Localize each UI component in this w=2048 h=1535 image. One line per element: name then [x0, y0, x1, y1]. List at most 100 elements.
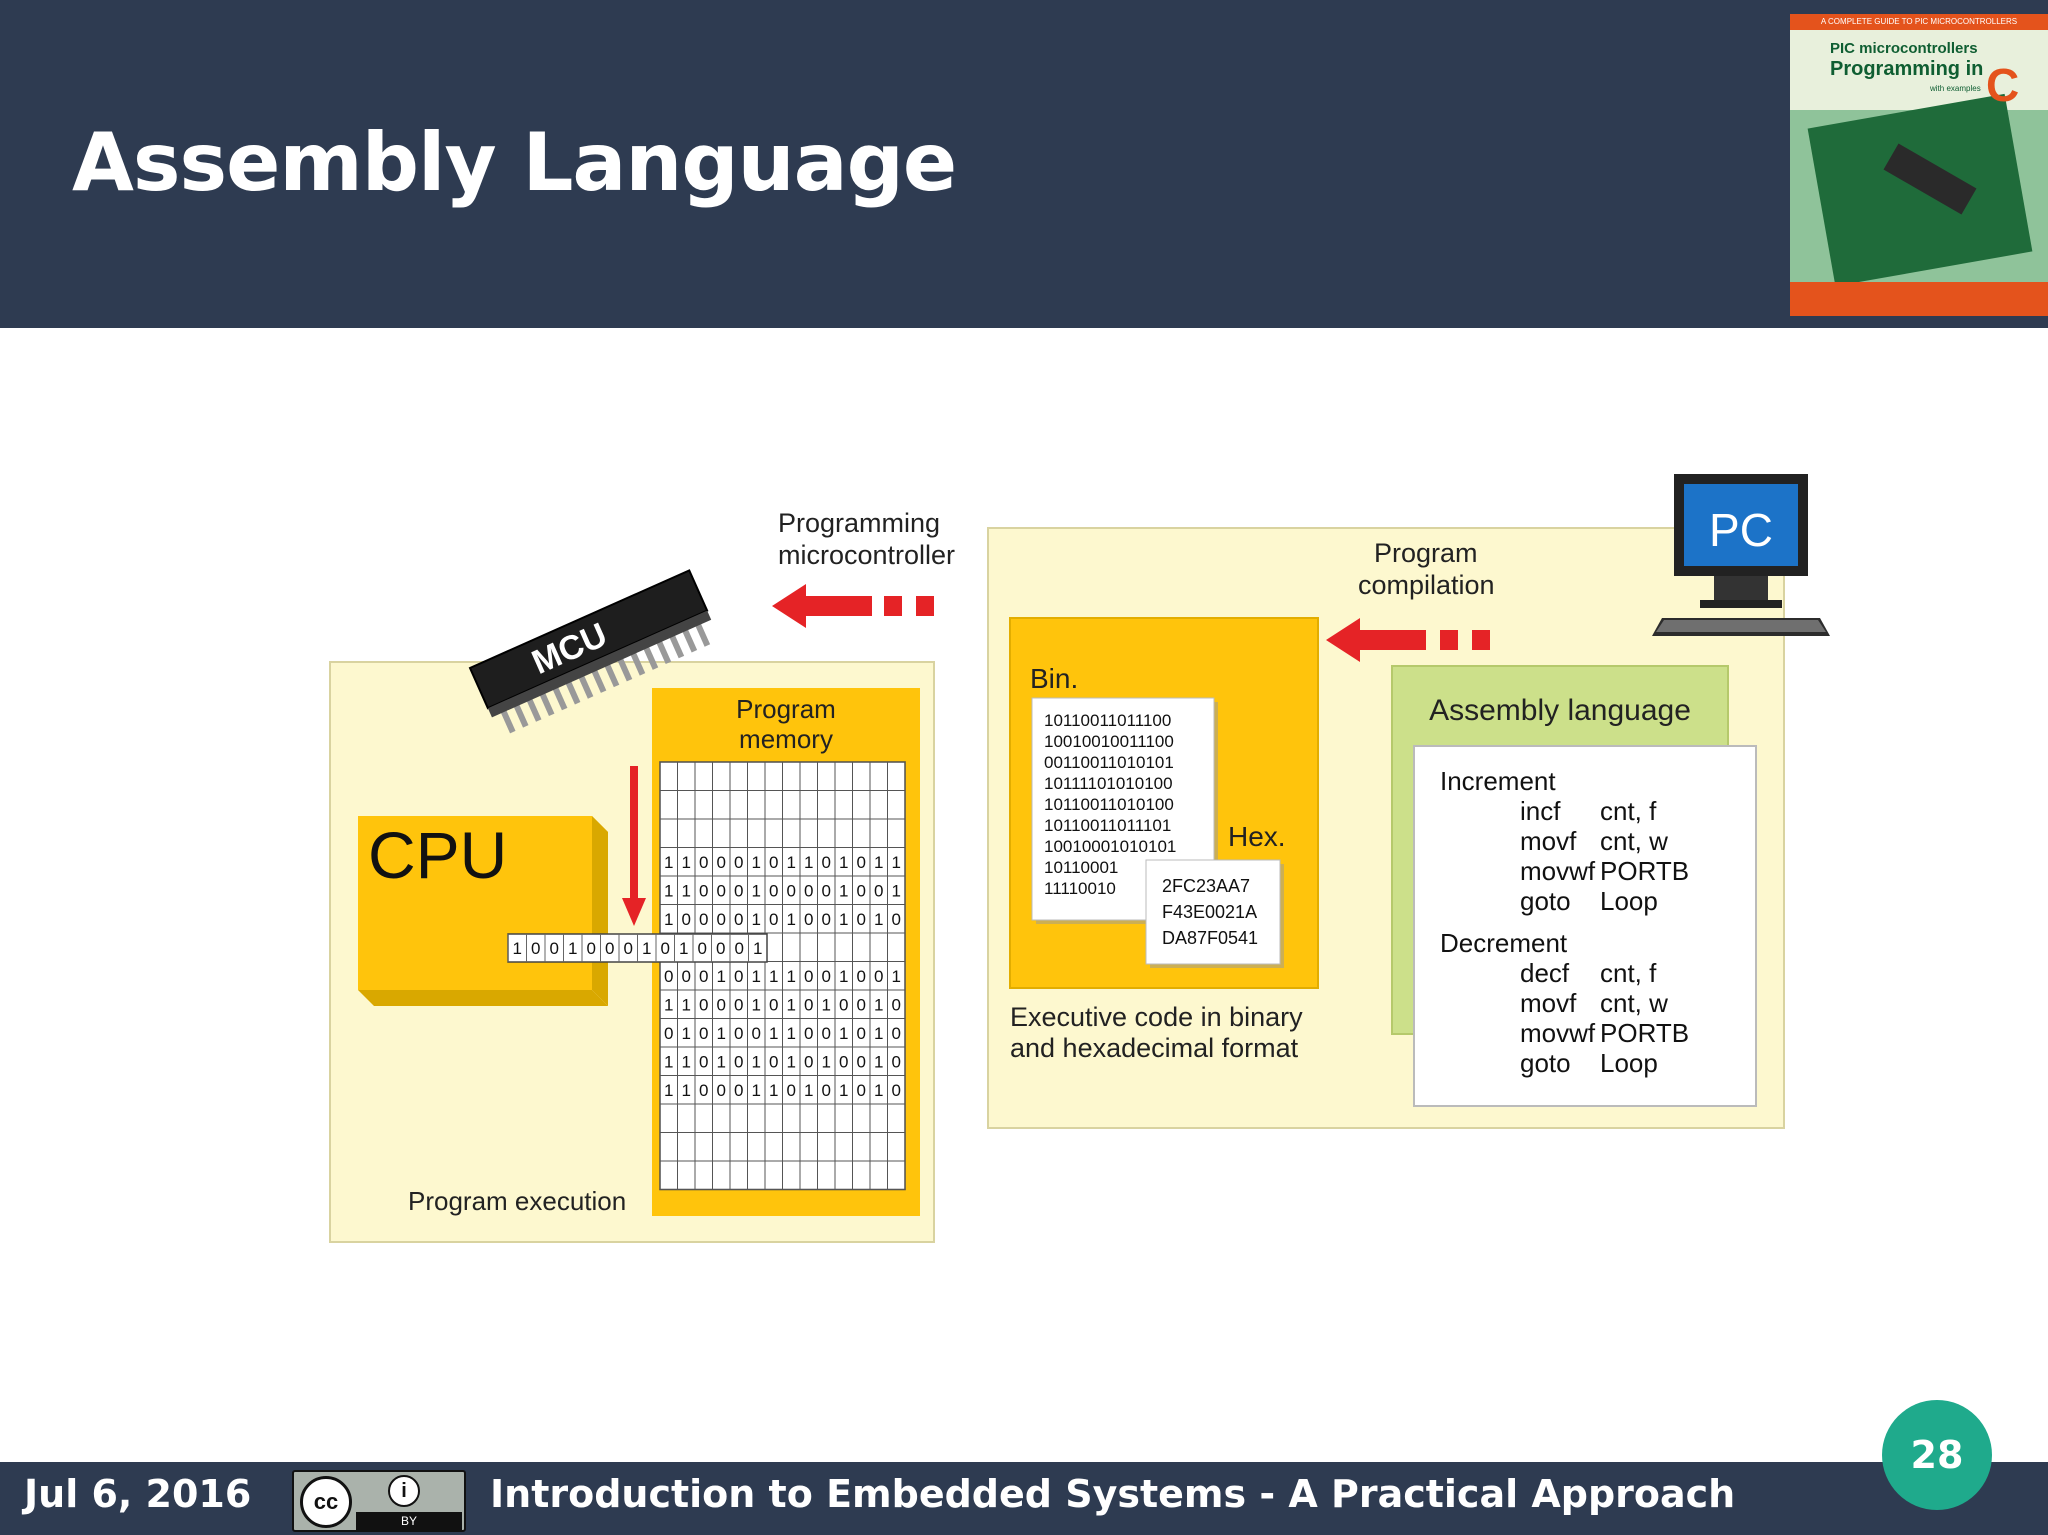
memory-row-top: 1: [752, 853, 761, 872]
asm-op: movwf: [1520, 856, 1596, 886]
asm-label: Increment: [1440, 766, 1556, 796]
slide-title: Assembly Language: [72, 116, 957, 209]
footer-course-title: Introduction to Embedded Systems - A Pra…: [490, 1472, 1736, 1516]
memory-row-bottom: 0: [699, 967, 708, 986]
footer-date: Jul 6, 2016: [24, 1472, 252, 1516]
memory-row-top: 1: [804, 853, 813, 872]
compilation-arrow: [1326, 618, 1490, 662]
memory-row-bottom: 1: [682, 1053, 691, 1072]
asm-arg: cnt, w: [1600, 826, 1668, 856]
program-execution-label: Program execution: [408, 1186, 626, 1216]
memory-row-top: 0: [857, 882, 866, 901]
mcu-pin: [642, 643, 659, 670]
memory-row-bottom: 1: [664, 1053, 673, 1072]
memory-row-bottom: 1: [874, 1053, 883, 1072]
mcu-pin: [499, 707, 516, 734]
bus-bit: 0: [624, 939, 633, 958]
page-number-badge: 28: [1882, 1400, 1992, 1510]
memory-row-bottom: 0: [804, 967, 813, 986]
bin-line: 10110011010100: [1044, 795, 1174, 814]
memory-row-bottom: 0: [857, 996, 866, 1015]
memory-row-bottom: 0: [857, 1024, 866, 1043]
bus-bit: 0: [531, 939, 540, 958]
memory-row-bottom: 0: [892, 1053, 901, 1072]
memory-row-top: 0: [769, 910, 778, 929]
programming-arrow: [772, 584, 934, 628]
cc-by-license-badge: cc i BY: [292, 1470, 466, 1532]
memory-row-top: 0: [734, 910, 743, 929]
memory-row-top: 1: [874, 910, 883, 929]
memory-row-bottom: 1: [752, 967, 761, 986]
memory-row-bottom: 0: [769, 996, 778, 1015]
memory-row-bottom: 1: [787, 967, 796, 986]
memory-row-bottom: 0: [699, 1053, 708, 1072]
asm-arg: Loop: [1600, 1048, 1658, 1078]
mcu-pin: [525, 695, 542, 722]
memory-row-bottom: 0: [839, 1053, 848, 1072]
person-icon: i: [388, 1475, 420, 1507]
mcu-pin: [655, 637, 672, 665]
asm-arg: cnt, f: [1600, 796, 1657, 826]
memory-row-bottom: 0: [822, 1024, 831, 1043]
memory-row-top: 1: [839, 853, 848, 872]
programming-mc-label-1: Programming: [778, 508, 940, 538]
asm-arg: PORTB: [1600, 1018, 1689, 1048]
asm-op: goto: [1520, 1048, 1571, 1078]
memory-row-bottom: 1: [874, 1081, 883, 1100]
memory-row-top: 0: [682, 910, 691, 929]
hex-card: [1145, 859, 1281, 965]
bus-bit: 0: [698, 939, 707, 958]
bin-line: 11110010: [1044, 879, 1116, 898]
memory-row-bottom: 0: [664, 1024, 673, 1043]
book-subtitle: with examples: [1930, 84, 1981, 93]
memory-row-top: 1: [787, 910, 796, 929]
mcu-pin: [538, 689, 555, 717]
exec-caption-1: Executive code in binary: [1010, 1002, 1303, 1032]
memory-row-top: 0: [717, 910, 726, 929]
memory-row-bottom: 1: [682, 996, 691, 1015]
bus-bit: 0: [605, 939, 614, 958]
memory-row-bottom: 1: [874, 996, 883, 1015]
bin-label: Bin.: [1030, 663, 1078, 694]
memory-row-bottom: 1: [839, 967, 848, 986]
memory-row-top: 0: [769, 882, 778, 901]
memory-row-bottom: 0: [839, 996, 848, 1015]
memory-row-top: 1: [752, 910, 761, 929]
memory-row-top: 0: [717, 853, 726, 872]
memory-row-top: 0: [857, 853, 866, 872]
mcu-pin: [577, 672, 594, 699]
memory-row-bottom: 1: [752, 996, 761, 1015]
memory-row-top: 1: [874, 853, 883, 872]
bin-line: 10110011011101: [1044, 816, 1171, 835]
memory-row-bottom: 1: [839, 1081, 848, 1100]
program-memory-label-2: memory: [739, 724, 833, 754]
memory-row-bottom: 0: [752, 1024, 761, 1043]
asm-op: movwf: [1520, 1018, 1596, 1048]
memory-row-bottom: 0: [892, 996, 901, 1015]
memory-row-top: 1: [682, 853, 691, 872]
mcu-pin: [564, 678, 581, 705]
memory-row-top: 1: [664, 882, 673, 901]
memory-row-bottom: 1: [892, 967, 901, 986]
hex-line: DA87F0541: [1162, 928, 1258, 948]
memory-row-bottom: 1: [839, 1024, 848, 1043]
memory-row-top: 1: [752, 882, 761, 901]
bus-bit: 0: [716, 939, 725, 958]
memory-row-bottom: 1: [804, 1081, 813, 1100]
book-top-line: A COMPLETE GUIDE TO PIC MICROCONTROLLERS: [1790, 14, 2048, 30]
bus-bit: 1: [679, 939, 688, 958]
memory-row-bottom: 1: [664, 1081, 673, 1100]
memory-row-bottom: 1: [787, 1024, 796, 1043]
cpu-block: CPU: [358, 816, 608, 1006]
bin-line: 10111101010100: [1044, 774, 1173, 793]
memory-row-bottom: 1: [769, 1081, 778, 1100]
memory-row-bottom: 1: [769, 1024, 778, 1043]
memory-row-top: 0: [874, 882, 883, 901]
asm-arg: PORTB: [1600, 856, 1689, 886]
memory-row-bottom: 0: [857, 1081, 866, 1100]
mcu-pin: [590, 666, 607, 693]
memory-row-bottom: 0: [734, 1053, 743, 1072]
memory-row-bottom: 0: [787, 1081, 796, 1100]
